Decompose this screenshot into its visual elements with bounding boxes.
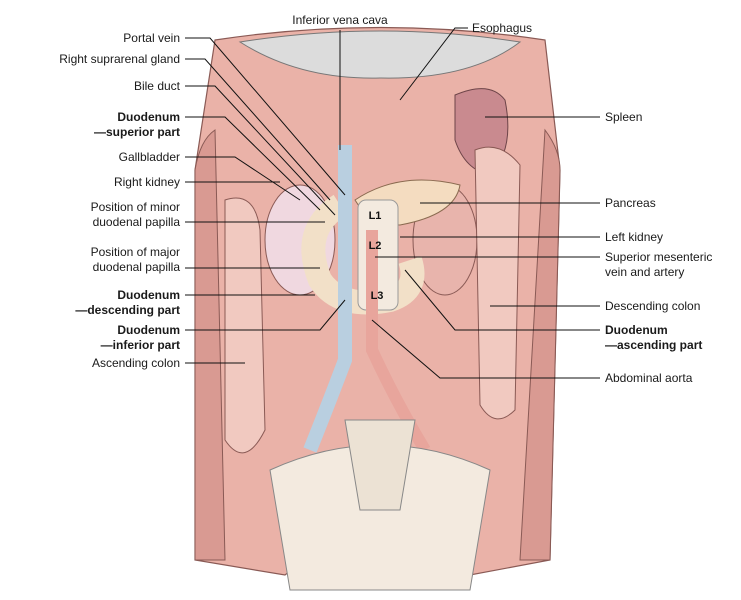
sacrum	[344, 419, 416, 511]
label-top-esophagus: Esophagus	[472, 21, 532, 35]
label-right-4: Descending colon	[605, 299, 700, 313]
inferior-vena-cava-vessel	[303, 145, 352, 453]
label-right-5: Duodenum	[605, 323, 668, 337]
leader-line	[185, 299, 346, 331]
vertebra-label-L1: L1	[369, 210, 382, 222]
label-left-9: —inferior part	[101, 338, 180, 352]
label-right-2: Left kidney	[605, 230, 663, 244]
descending-colon	[474, 146, 521, 420]
diaphragm-grey	[238, 30, 522, 79]
leader-line	[404, 269, 600, 331]
leader-line	[399, 27, 468, 101]
label-left-1: Right suprarenal gland	[59, 52, 180, 66]
label-top-ivc: Inferior vena cava	[292, 13, 388, 27]
aorta-vessel	[366, 230, 431, 454]
label-left-8: —descending part	[75, 303, 180, 317]
left-flank-muscle	[194, 129, 226, 561]
leader-line	[185, 37, 346, 196]
label-right-3: Superior mesenteric	[605, 250, 712, 264]
label-left-7: duodenal papilla	[93, 260, 181, 274]
leader-line	[185, 116, 321, 211]
vertebra-label-L3: L3	[371, 290, 384, 302]
label-left-2: Bile duct	[134, 79, 181, 93]
leader-line	[185, 156, 301, 201]
label-right-0: Spleen	[605, 110, 642, 124]
leader-line	[185, 58, 331, 201]
label-left-0: Portal vein	[123, 31, 180, 45]
vertebra-label-L2: L2	[369, 240, 382, 252]
leader-line	[371, 319, 600, 379]
leader-line	[185, 85, 336, 216]
label-right-3: vein and artery	[605, 265, 684, 279]
label-left-4: Gallbladder	[119, 150, 180, 164]
label-right-6: Abdominal aorta	[605, 371, 693, 385]
label-left-6: Position of minor	[91, 200, 180, 214]
label-left-8: Duodenum	[117, 288, 180, 302]
label-left-3: Duodenum	[117, 110, 180, 124]
label-left-9: Duodenum	[117, 323, 180, 337]
label-left-3: —superior part	[94, 125, 180, 139]
label-left-7: Position of major	[91, 245, 180, 259]
label-right-1: Pancreas	[605, 196, 656, 210]
label-left-10: Ascending colon	[92, 356, 180, 370]
label-right-5: —ascending part	[605, 338, 702, 352]
label-left-5: Right kidney	[114, 175, 180, 189]
label-left-6: duodenal papilla	[93, 215, 181, 229]
ascending-colon	[224, 197, 266, 454]
